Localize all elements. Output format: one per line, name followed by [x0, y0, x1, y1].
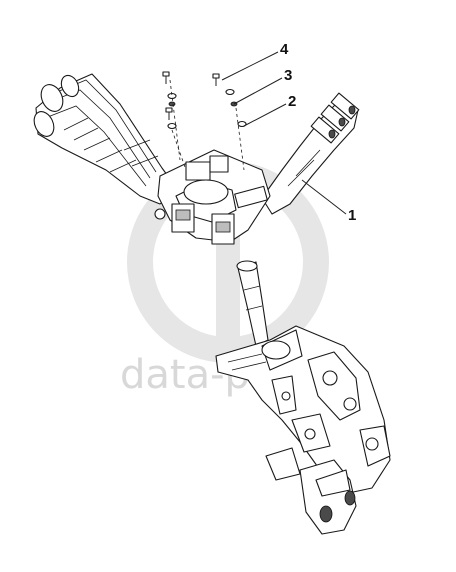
- callout-4: 4: [221, 41, 289, 81]
- left-lever: [33, 73, 179, 205]
- leader-line-1: [301, 179, 347, 215]
- steering-shaft: [236, 260, 269, 347]
- screw-top-left: [162, 71, 181, 161]
- column-bracket: [215, 325, 391, 535]
- leader-line-3: [233, 77, 283, 105]
- callout-label-1: 1: [348, 207, 356, 224]
- switch-housing: [154, 149, 271, 245]
- screw-mid-left: [165, 107, 187, 171]
- right-lever: [261, 92, 360, 215]
- fasteners: [162, 71, 247, 171]
- callout-3: 3: [233, 67, 292, 105]
- callout-label-2: 2: [288, 93, 296, 110]
- callout-label-4: 4: [280, 41, 289, 58]
- callout-1: 1: [301, 179, 356, 224]
- callout-2: 2: [243, 93, 296, 127]
- leader-line-2: [243, 103, 287, 127]
- leader-line-4: [221, 51, 279, 81]
- callout-label-3: 3: [284, 67, 292, 84]
- screw-top-right: [212, 73, 247, 171]
